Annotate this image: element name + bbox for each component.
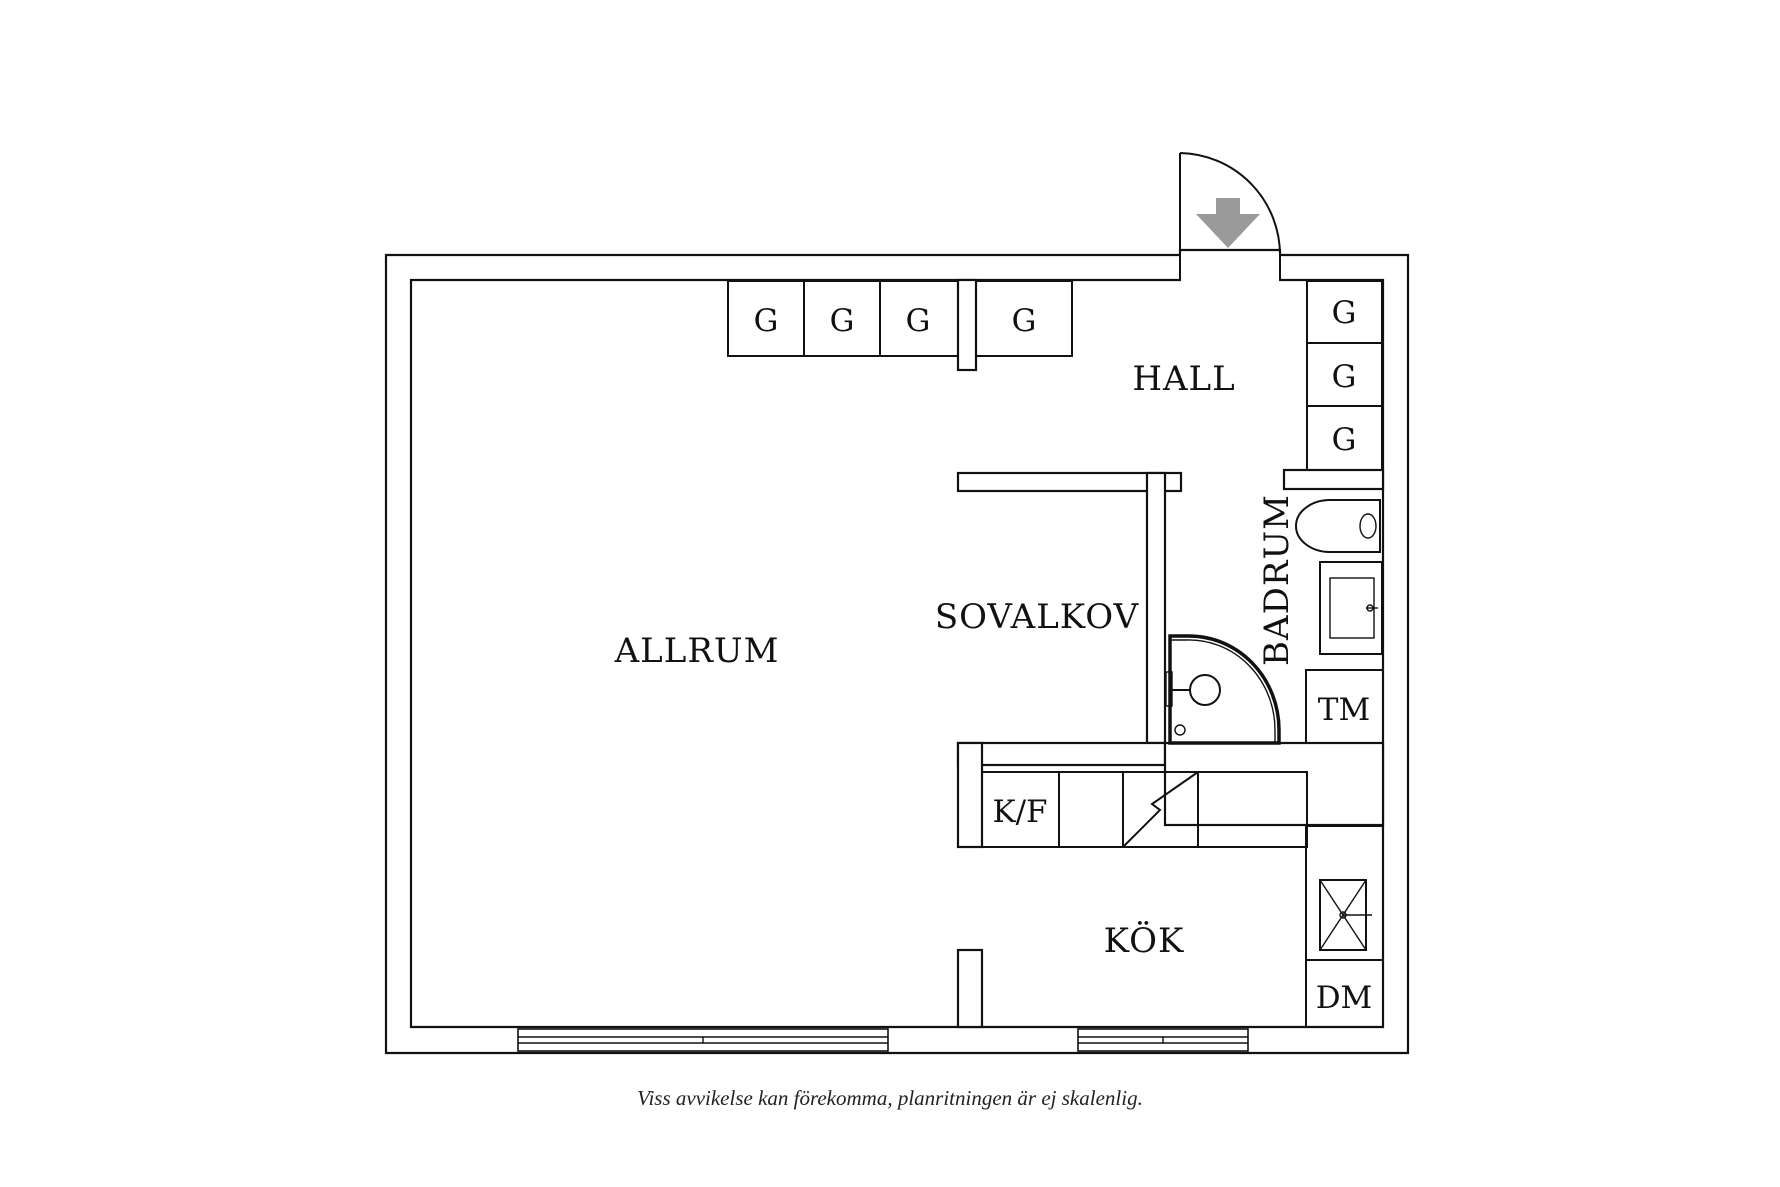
room-label-badrum: BADRUM	[1257, 494, 1297, 666]
wardrobe-label: G	[1332, 422, 1357, 458]
entrance-door	[1179, 152, 1281, 256]
badrum-bottom-wall	[1163, 741, 1385, 827]
badrum-top-wall	[1282, 468, 1385, 491]
outer-walls	[384, 248, 1410, 1055]
kitchen-counter: K/F	[981, 771, 1308, 848]
window-kok	[1077, 1028, 1249, 1052]
wardrobes-top: G G G G	[727, 280, 1073, 357]
washing-machine-label: TM	[1318, 692, 1370, 728]
toilet-icon	[1295, 499, 1381, 553]
dishwasher-label: DM	[1316, 980, 1373, 1016]
sovalkov-badrum-wall	[1145, 471, 1167, 745]
kitchen-left-wall	[956, 741, 984, 849]
wardrobe-label: G	[1332, 359, 1357, 395]
wardrobe-label: G	[830, 303, 855, 339]
washing-machine: TM	[1305, 669, 1384, 744]
room-label-kok: KÖK	[1104, 920, 1185, 961]
kitchen-side-counter: DM	[1305, 825, 1384, 1028]
wardrobe-label: G	[1332, 295, 1357, 331]
room-label-allrum: ALLRUM	[614, 631, 780, 671]
wardrobe-label: G	[1012, 303, 1037, 339]
shower-icon	[1165, 634, 1281, 745]
wardrobe-label: G	[906, 303, 931, 339]
wardrobes-hall: G G G	[1306, 280, 1383, 471]
allrum-kok-stub	[956, 948, 984, 1029]
disclaimer-note: Viss avvikelse kan förekomma, planritnin…	[637, 1086, 1143, 1110]
sovalkov-top-wall	[956, 471, 1183, 493]
sink-icon	[1319, 879, 1372, 951]
room-label-hall: HALL	[1132, 359, 1235, 399]
stove-icon	[1122, 771, 1199, 848]
entrance-arrow-icon	[1196, 198, 1260, 248]
wardrobe-label: G	[754, 303, 779, 339]
walls	[384, 248, 1410, 1055]
door-opening	[1181, 252, 1279, 282]
windows	[517, 1028, 1249, 1052]
wardrobe-divider-wall	[956, 278, 978, 372]
kitchen-top-wall	[956, 741, 1167, 767]
fridge-freezer-label: K/F	[992, 794, 1047, 830]
sink-icon	[1319, 561, 1383, 655]
window-allrum	[517, 1028, 889, 1052]
room-label-sovalkov: SOVALKOV	[935, 597, 1140, 637]
